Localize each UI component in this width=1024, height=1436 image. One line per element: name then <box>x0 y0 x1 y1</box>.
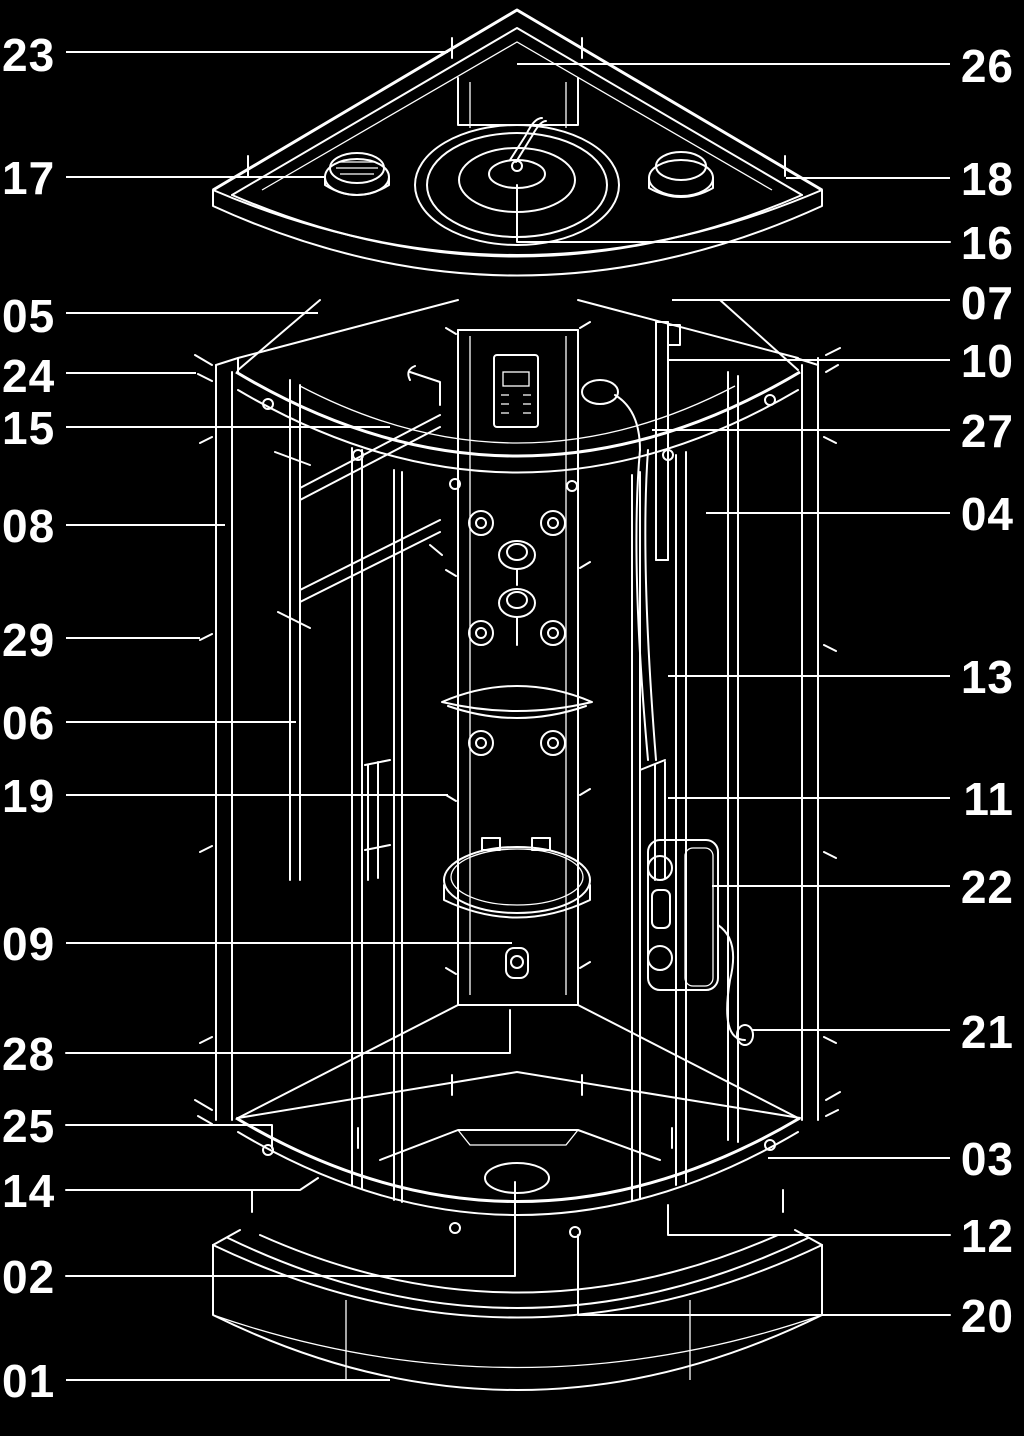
label-part-04: 04 <box>960 488 1014 540</box>
label-part-01: 01 <box>2 1355 56 1407</box>
label-part-19: 19 <box>2 770 56 822</box>
label-part-16: 16 <box>960 217 1014 269</box>
label-part-06: 06 <box>2 697 56 749</box>
label-part-26: 26 <box>960 40 1014 92</box>
label-part-28: 28 <box>2 1028 56 1080</box>
label-part-11: 11 <box>963 773 1014 825</box>
hand-shower <box>581 321 681 761</box>
cabin-floor <box>237 1071 801 1194</box>
sliding-doors <box>351 371 739 1203</box>
roof-light-left <box>324 152 390 196</box>
label-part-07: 07 <box>960 277 1014 329</box>
label-part-25: 25 <box>2 1100 56 1152</box>
label-part-02: 02 <box>2 1251 56 1303</box>
label-part-20: 20 <box>960 1290 1014 1342</box>
label-part-03: 03 <box>960 1133 1014 1185</box>
cabin-frame <box>215 299 819 1216</box>
label-part-24: 24 <box>2 350 56 402</box>
label-part-13: 13 <box>960 651 1014 703</box>
label-part-14: 14 <box>2 1165 56 1217</box>
label-part-12: 12 <box>960 1210 1014 1262</box>
towel-racks <box>274 365 443 881</box>
label-part-22: 22 <box>960 861 1014 913</box>
label-part-21: 21 <box>960 1006 1014 1058</box>
label-part-29: 29 <box>2 614 56 666</box>
roof-assembly <box>212 8 823 277</box>
label-part-17: 17 <box>2 152 56 204</box>
side-control-panel <box>647 839 754 1046</box>
leader-lines <box>65 51 951 1381</box>
roof-speaker-right <box>648 151 714 198</box>
label-part-09: 09 <box>2 918 56 970</box>
label-part-15: 15 <box>2 402 56 454</box>
screws <box>194 321 841 1238</box>
back-column <box>441 329 593 1006</box>
shower-tray <box>212 1229 823 1391</box>
label-part-08: 08 <box>2 500 56 552</box>
label-part-18: 18 <box>960 153 1014 205</box>
label-part-10: 10 <box>960 335 1014 387</box>
label-part-27: 27 <box>960 405 1014 457</box>
label-part-05: 05 <box>2 290 56 342</box>
label-part-23: 23 <box>2 29 56 81</box>
